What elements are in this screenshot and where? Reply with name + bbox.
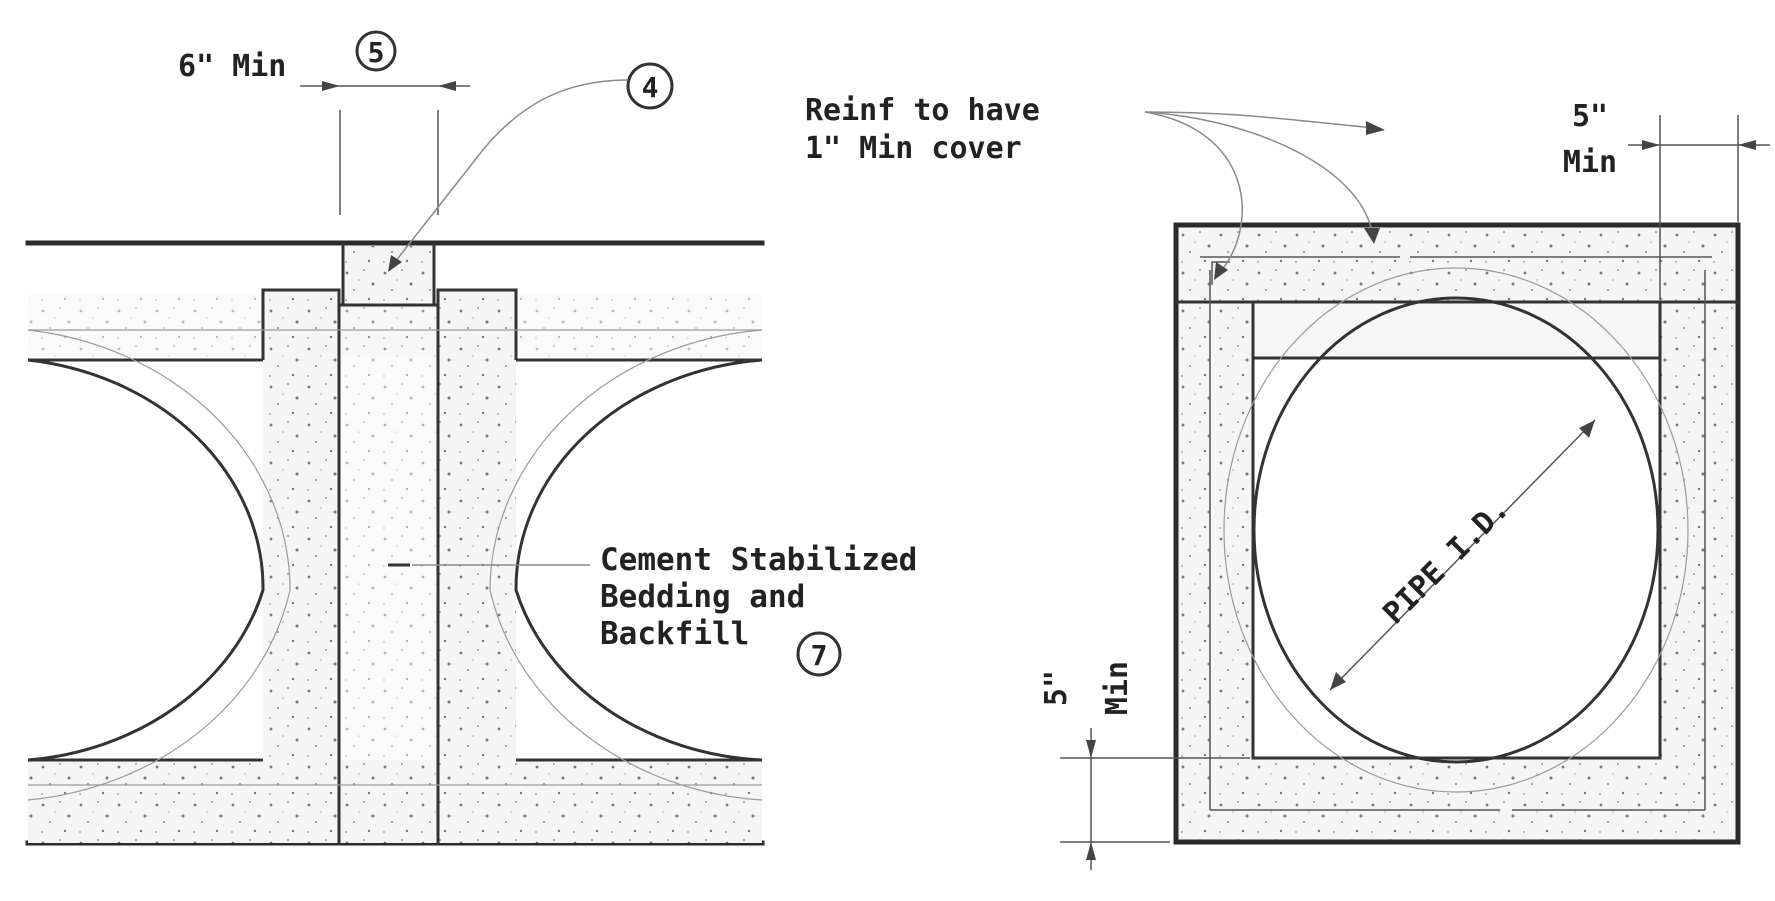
box-void-top xyxy=(1253,302,1660,358)
left-pipe-arc xyxy=(27,358,265,762)
left-collar-a xyxy=(263,290,339,843)
left-center-column xyxy=(339,305,438,843)
leader-4-arrow xyxy=(388,255,402,272)
left-section-view: 6" Min 5 4 Cement Stabilized Bedding and… xyxy=(25,30,917,846)
right-section-view: PIPE I.D. 5" Min 5" Min Reinf to have 1"… xyxy=(805,93,1770,870)
dim5-top-arrow-b xyxy=(1738,140,1756,150)
dim5-side-num: 5" xyxy=(1039,670,1074,706)
cement-label-line1: Cement Stabilized xyxy=(600,542,917,578)
dim5-top-min: Min xyxy=(1563,145,1617,180)
balloon-5 xyxy=(355,30,397,72)
reinf-leader-c-arrow xyxy=(1214,262,1228,280)
dim5-side-arrow-b xyxy=(1086,842,1096,860)
box-outline xyxy=(1173,222,1741,845)
balloon-5-number: 5 xyxy=(368,36,385,69)
reinf-leader-a xyxy=(1144,111,1376,129)
right-collar-outline xyxy=(436,288,518,843)
balloon-7-number: 7 xyxy=(811,639,828,672)
reinf-note-line2: 1" Min cover xyxy=(805,131,1022,166)
dim5-top-num: 5" xyxy=(1572,99,1608,134)
dim-arrow-left xyxy=(322,81,340,91)
dim5-side-min: Min xyxy=(1100,661,1135,715)
pipe-guide-circle xyxy=(1223,267,1689,793)
left-collar-outline xyxy=(261,288,341,843)
reinf-leader-c xyxy=(1144,111,1243,271)
dim5-top-arrow-a xyxy=(1642,140,1660,150)
left-keyway xyxy=(343,246,434,302)
pipe-id-arrow-a xyxy=(1330,672,1346,690)
reinf-leader-a-arrow xyxy=(1366,121,1385,135)
balloon-4-number: 4 xyxy=(642,71,659,104)
dim-arrow-right xyxy=(438,81,456,91)
dim5-side-arrow-a xyxy=(1086,740,1096,758)
pipe-id-arrow-b xyxy=(1579,420,1595,438)
leader-4 xyxy=(394,79,629,263)
right-pipe-arc xyxy=(514,358,763,762)
reinf-leader-b xyxy=(1144,111,1373,233)
left-guide-arc xyxy=(27,329,291,801)
left-collar-b xyxy=(438,290,516,843)
pipe-id-dimension xyxy=(1329,419,1596,691)
box-void xyxy=(1253,302,1660,758)
balloon-4 xyxy=(626,62,674,110)
cement-label-line3: Backfill xyxy=(600,616,749,652)
reinf-corner xyxy=(1211,261,1230,285)
six-min-label: 6" Min xyxy=(178,49,286,84)
cement-label-line2: Bedding and xyxy=(600,579,805,615)
right-guide-arc xyxy=(489,329,763,801)
balloon-7 xyxy=(796,631,842,677)
reinf-note-line1: Reinf to have xyxy=(805,93,1040,128)
pipe-circle xyxy=(1252,296,1660,764)
reinf-leader-b-arrow xyxy=(1364,228,1380,244)
